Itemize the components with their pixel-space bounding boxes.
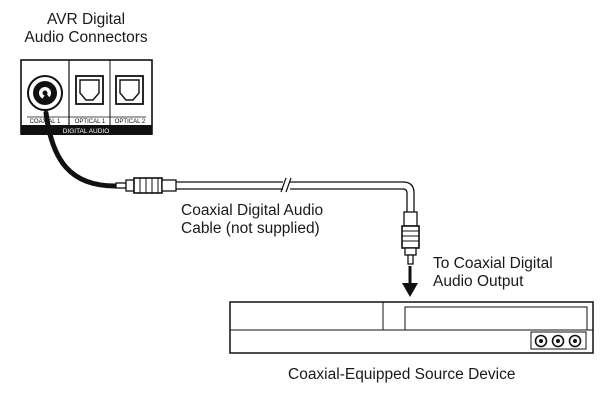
source-device	[229, 301, 594, 354]
device-jack-3-icon	[568, 334, 582, 348]
rca-plug-right-icon	[401, 211, 420, 265]
port-label-optical-1: OPTICAL 1	[75, 119, 106, 125]
port-label-optical-2: OPTICAL 2	[115, 119, 146, 125]
device-label: Coaxial-Equipped Source Device	[288, 366, 516, 383]
panel-title: AVR Digital Audio Connectors	[16, 11, 156, 47]
coaxial-jack-icon	[27, 75, 63, 111]
cable-label: Coaxial Digital Audio Cable (not supplie…	[181, 202, 323, 238]
rca-plug-left-icon	[115, 177, 177, 194]
optical-port-1-icon	[75, 75, 104, 105]
device-jack-2-icon	[551, 334, 565, 348]
output-label-line-1: To Coaxial Digital	[433, 255, 553, 272]
output-label-line-2: Audio Output	[433, 273, 524, 290]
optical-port-2-icon	[115, 75, 144, 105]
digital-audio-group-label: DIGITAL AUDIO	[63, 128, 110, 135]
panel-title-line-1: AVR Digital	[46, 11, 126, 28]
cable-label-line-1: Coaxial Digital Audio	[181, 202, 324, 219]
device-jack-1-icon	[534, 334, 548, 348]
panel-title-line-2: Audio Connectors	[24, 29, 148, 46]
down-arrow-icon	[402, 266, 418, 297]
digital-audio-strip	[21, 125, 152, 135]
cable-label-line-2: Cable (not supplied)	[181, 220, 320, 237]
coaxial-cable	[176, 177, 415, 212]
output-label: To Coaxial Digital Audio Output	[433, 255, 553, 291]
connect-arrow	[40, 93, 118, 189]
